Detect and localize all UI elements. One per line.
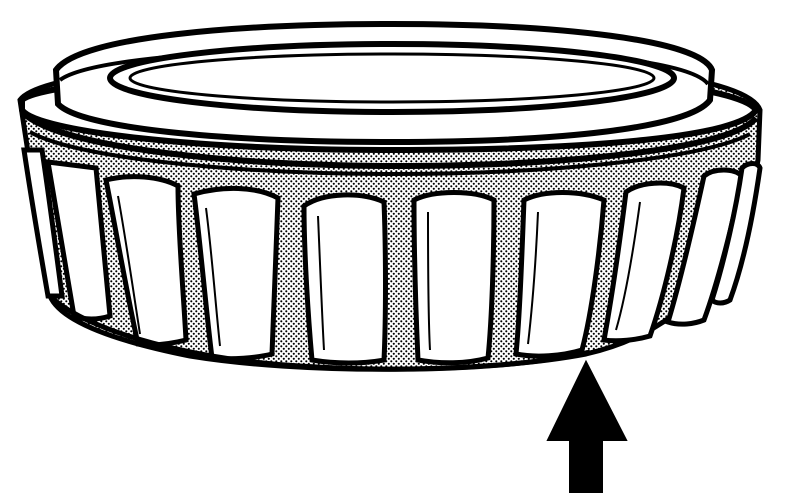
bore-ring-inner [128,52,656,104]
roller-highlight [615,201,641,331]
roller [411,190,497,366]
callout-arrow [546,359,628,493]
roller-highlight [117,195,141,335]
cone-rib-lower-edge [19,109,759,170]
roller-highlight [205,207,221,347]
rollers [21,147,763,366]
cage-bottom-edge [48,294,591,372]
roller [513,190,607,359]
roller-highlight [427,211,431,351]
roller [21,147,65,299]
roller-highlights [117,195,641,351]
roller [191,185,281,362]
roller-highlight [317,215,325,351]
arrow-up-icon [546,359,628,493]
roller [709,161,763,306]
roller [301,192,388,366]
roller-highlight [527,211,539,345]
roller [44,159,113,322]
cone-rib-inner-edge [29,130,751,177]
roller [103,174,189,348]
